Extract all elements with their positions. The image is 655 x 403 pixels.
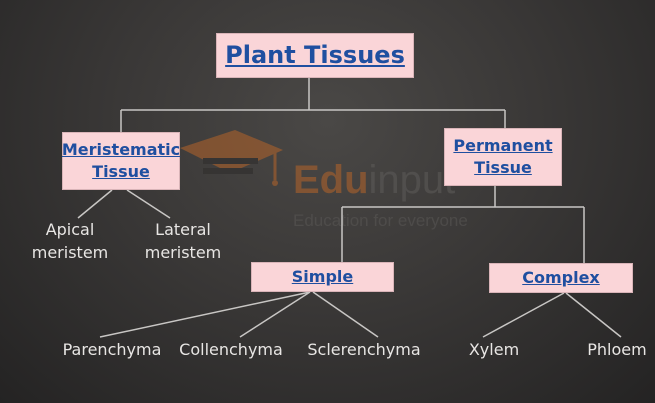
leaf-phloem: Phloem xyxy=(587,340,647,359)
watermark-logo: Eduinput Education for everyone xyxy=(175,128,495,238)
watermark-brand-input: input xyxy=(368,158,456,202)
watermark-brand-edu: Edu xyxy=(293,158,369,202)
connector-simple-parenchyma xyxy=(99,291,311,338)
leaf-collenchyma: Collenchyma xyxy=(179,340,283,359)
connector-simple-sclerenchyma xyxy=(312,291,379,338)
connector-complex-xylem xyxy=(482,292,565,338)
node-plant-tissues: Plant Tissues xyxy=(216,33,414,78)
graduation-cap-icon xyxy=(180,130,283,186)
node-permanent-tissue: Permanent Tissue xyxy=(444,128,562,186)
connector-complex-phloem xyxy=(565,292,622,338)
leaf-xylem: Xylem xyxy=(468,340,520,359)
connector-meri-lateral xyxy=(126,189,171,219)
watermark-tagline: Education for everyone xyxy=(293,211,468,230)
node-simple: Simple xyxy=(251,262,394,292)
node-complex: Complex xyxy=(489,263,633,293)
node-meristematic-tissue: Meristematic Tissue xyxy=(62,132,180,190)
leaf-apical-meristem: Apical meristem xyxy=(31,220,109,263)
leaf-parenchyma: Parenchyma xyxy=(62,340,162,359)
leaf-lateral-meristem: Lateral meristem xyxy=(144,220,222,263)
leaf-sclerenchyma: Sclerenchyma xyxy=(307,340,421,359)
connector-meri-apical xyxy=(77,189,113,219)
connector-simple-collenchyma xyxy=(239,291,311,338)
